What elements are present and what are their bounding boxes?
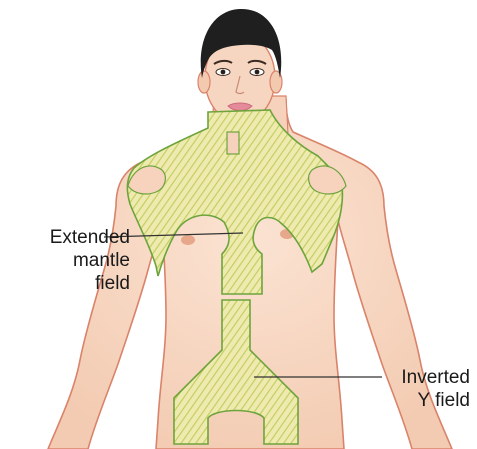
neck-block-cutout bbox=[227, 132, 239, 154]
label-line: mantle bbox=[8, 249, 130, 272]
extended-mantle-field-label: Extended mantle field bbox=[8, 226, 130, 295]
left-pupil bbox=[221, 70, 226, 75]
label-line: Extended bbox=[8, 226, 130, 249]
label-line: Inverted bbox=[380, 366, 470, 389]
right-pupil bbox=[255, 70, 260, 75]
label-line: field bbox=[8, 272, 130, 295]
label-line: Y field bbox=[380, 389, 470, 412]
left-nipple bbox=[181, 235, 195, 245]
inverted-y-field-label: Inverted Y field bbox=[380, 366, 470, 412]
left-ear bbox=[198, 71, 210, 93]
